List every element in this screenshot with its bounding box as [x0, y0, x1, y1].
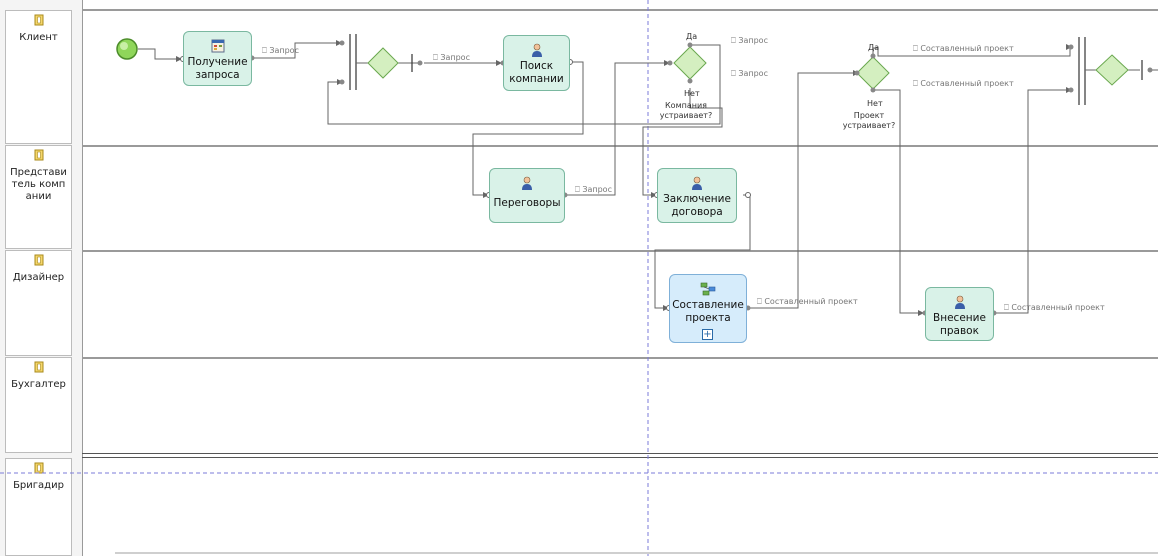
- lane-divider: [82, 9, 1158, 11]
- data-object-icon: ⎕: [575, 185, 583, 194]
- lane-separator-vertical: [82, 0, 83, 556]
- data-object-icon: ⎕: [731, 69, 739, 78]
- gateway-question: Проект устраивает?: [842, 111, 896, 130]
- data-object-request[interactable]: ⎕ Запрос: [731, 36, 768, 45]
- data-object-icon: ⎕: [913, 79, 921, 88]
- subprocess-compose-project[interactable]: Составление проекта +: [669, 274, 747, 343]
- lane-header-designer[interactable]: Дизайнер: [5, 250, 72, 356]
- user-task-icon: [531, 43, 542, 57]
- data-object-composed-project[interactable]: ⎕ Составленный проект: [1004, 303, 1105, 312]
- lane-divider: [82, 453, 1158, 454]
- data-object-icon: ⎕: [1004, 303, 1012, 312]
- data-object-request[interactable]: ⎕ Запрос: [731, 69, 768, 78]
- lane-pin-icon: [34, 361, 43, 373]
- task-find-company[interactable]: Поиск компании: [503, 35, 570, 91]
- data-object-icon: ⎕: [731, 36, 739, 45]
- user-task-icon: [692, 176, 702, 190]
- calendar-form-icon: [211, 39, 224, 53]
- gateway-company-ok[interactable]: [673, 46, 707, 80]
- data-object-icon: ⎕: [433, 53, 441, 62]
- merge-bar[interactable]: [1068, 37, 1098, 105]
- start-event[interactable]: [116, 38, 138, 60]
- data-object-composed-project[interactable]: ⎕ Составленный проект: [913, 79, 1014, 88]
- lane-label: Бригадир: [13, 480, 64, 491]
- task-label: Переговоры: [493, 197, 561, 209]
- lane-header-company-rep[interactable]: Представитель компании: [5, 145, 72, 249]
- lane-header-client[interactable]: Клиент: [5, 10, 72, 144]
- gateway-branch-label: Да: [686, 32, 698, 41]
- lane-divider: [82, 145, 1158, 147]
- lane-header-accountant[interactable]: Бухгалтер: [5, 357, 72, 453]
- lane-label: Представитель компании: [10, 167, 67, 202]
- user-task-icon: [954, 295, 965, 309]
- task-contract[interactable]: Заключение договора: [657, 168, 737, 223]
- task-negotiations[interactable]: Переговоры: [489, 168, 565, 223]
- gateway-branch-label: Нет: [684, 89, 700, 98]
- gateway-question: Компания устраивает?: [659, 101, 713, 120]
- lane-label: Клиент: [19, 32, 58, 43]
- lane-divider: [82, 457, 1158, 458]
- user-task-icon: [522, 176, 532, 190]
- task-corrections[interactable]: Внесение правок: [925, 287, 994, 341]
- merge-bar[interactable]: [339, 34, 369, 90]
- plus-icon[interactable]: +: [702, 329, 713, 340]
- gateway-branch-label: Нет: [867, 99, 883, 108]
- exclusive-gateway[interactable]: [1095, 54, 1129, 86]
- lane-divider: [82, 250, 1158, 252]
- lane-label: Бухгалтер: [11, 379, 66, 390]
- task-label: Получение запроса: [187, 56, 248, 81]
- data-object-request[interactable]: ⎕ Запрос: [433, 53, 470, 62]
- data-object-request[interactable]: ⎕ Запрос: [262, 46, 299, 55]
- gateway-project-ok[interactable]: [856, 56, 890, 90]
- lane-label: Дизайнер: [12, 272, 65, 283]
- data-object-request[interactable]: ⎕ Запрос: [575, 185, 612, 194]
- data-object-icon: ⎕: [913, 44, 921, 53]
- exclusive-gateway[interactable]: [367, 47, 399, 79]
- lane-pin-icon: [34, 14, 43, 26]
- task-get-request[interactable]: Получение запроса: [183, 31, 252, 86]
- lane-pin-icon: [34, 254, 43, 266]
- task-label: Составление проекта: [672, 299, 744, 324]
- data-object-icon: ⎕: [757, 297, 765, 306]
- gateway-branch-label: Да: [868, 43, 880, 52]
- data-object-composed-project[interactable]: ⎕ Составленный проект: [913, 44, 1014, 53]
- task-label: Внесение правок: [933, 312, 986, 337]
- lane-pin-icon: [34, 149, 43, 161]
- data-object-composed-project[interactable]: ⎕ Составленный проект: [757, 297, 858, 306]
- lane-header-foreman[interactable]: Бригадир: [5, 458, 72, 556]
- lane-divider: [82, 357, 1158, 359]
- task-label: Заключение договора: [663, 193, 731, 218]
- subprocess-icon: [700, 282, 716, 296]
- task-label: Поиск компании: [509, 60, 564, 85]
- data-object-icon: ⎕: [262, 46, 270, 55]
